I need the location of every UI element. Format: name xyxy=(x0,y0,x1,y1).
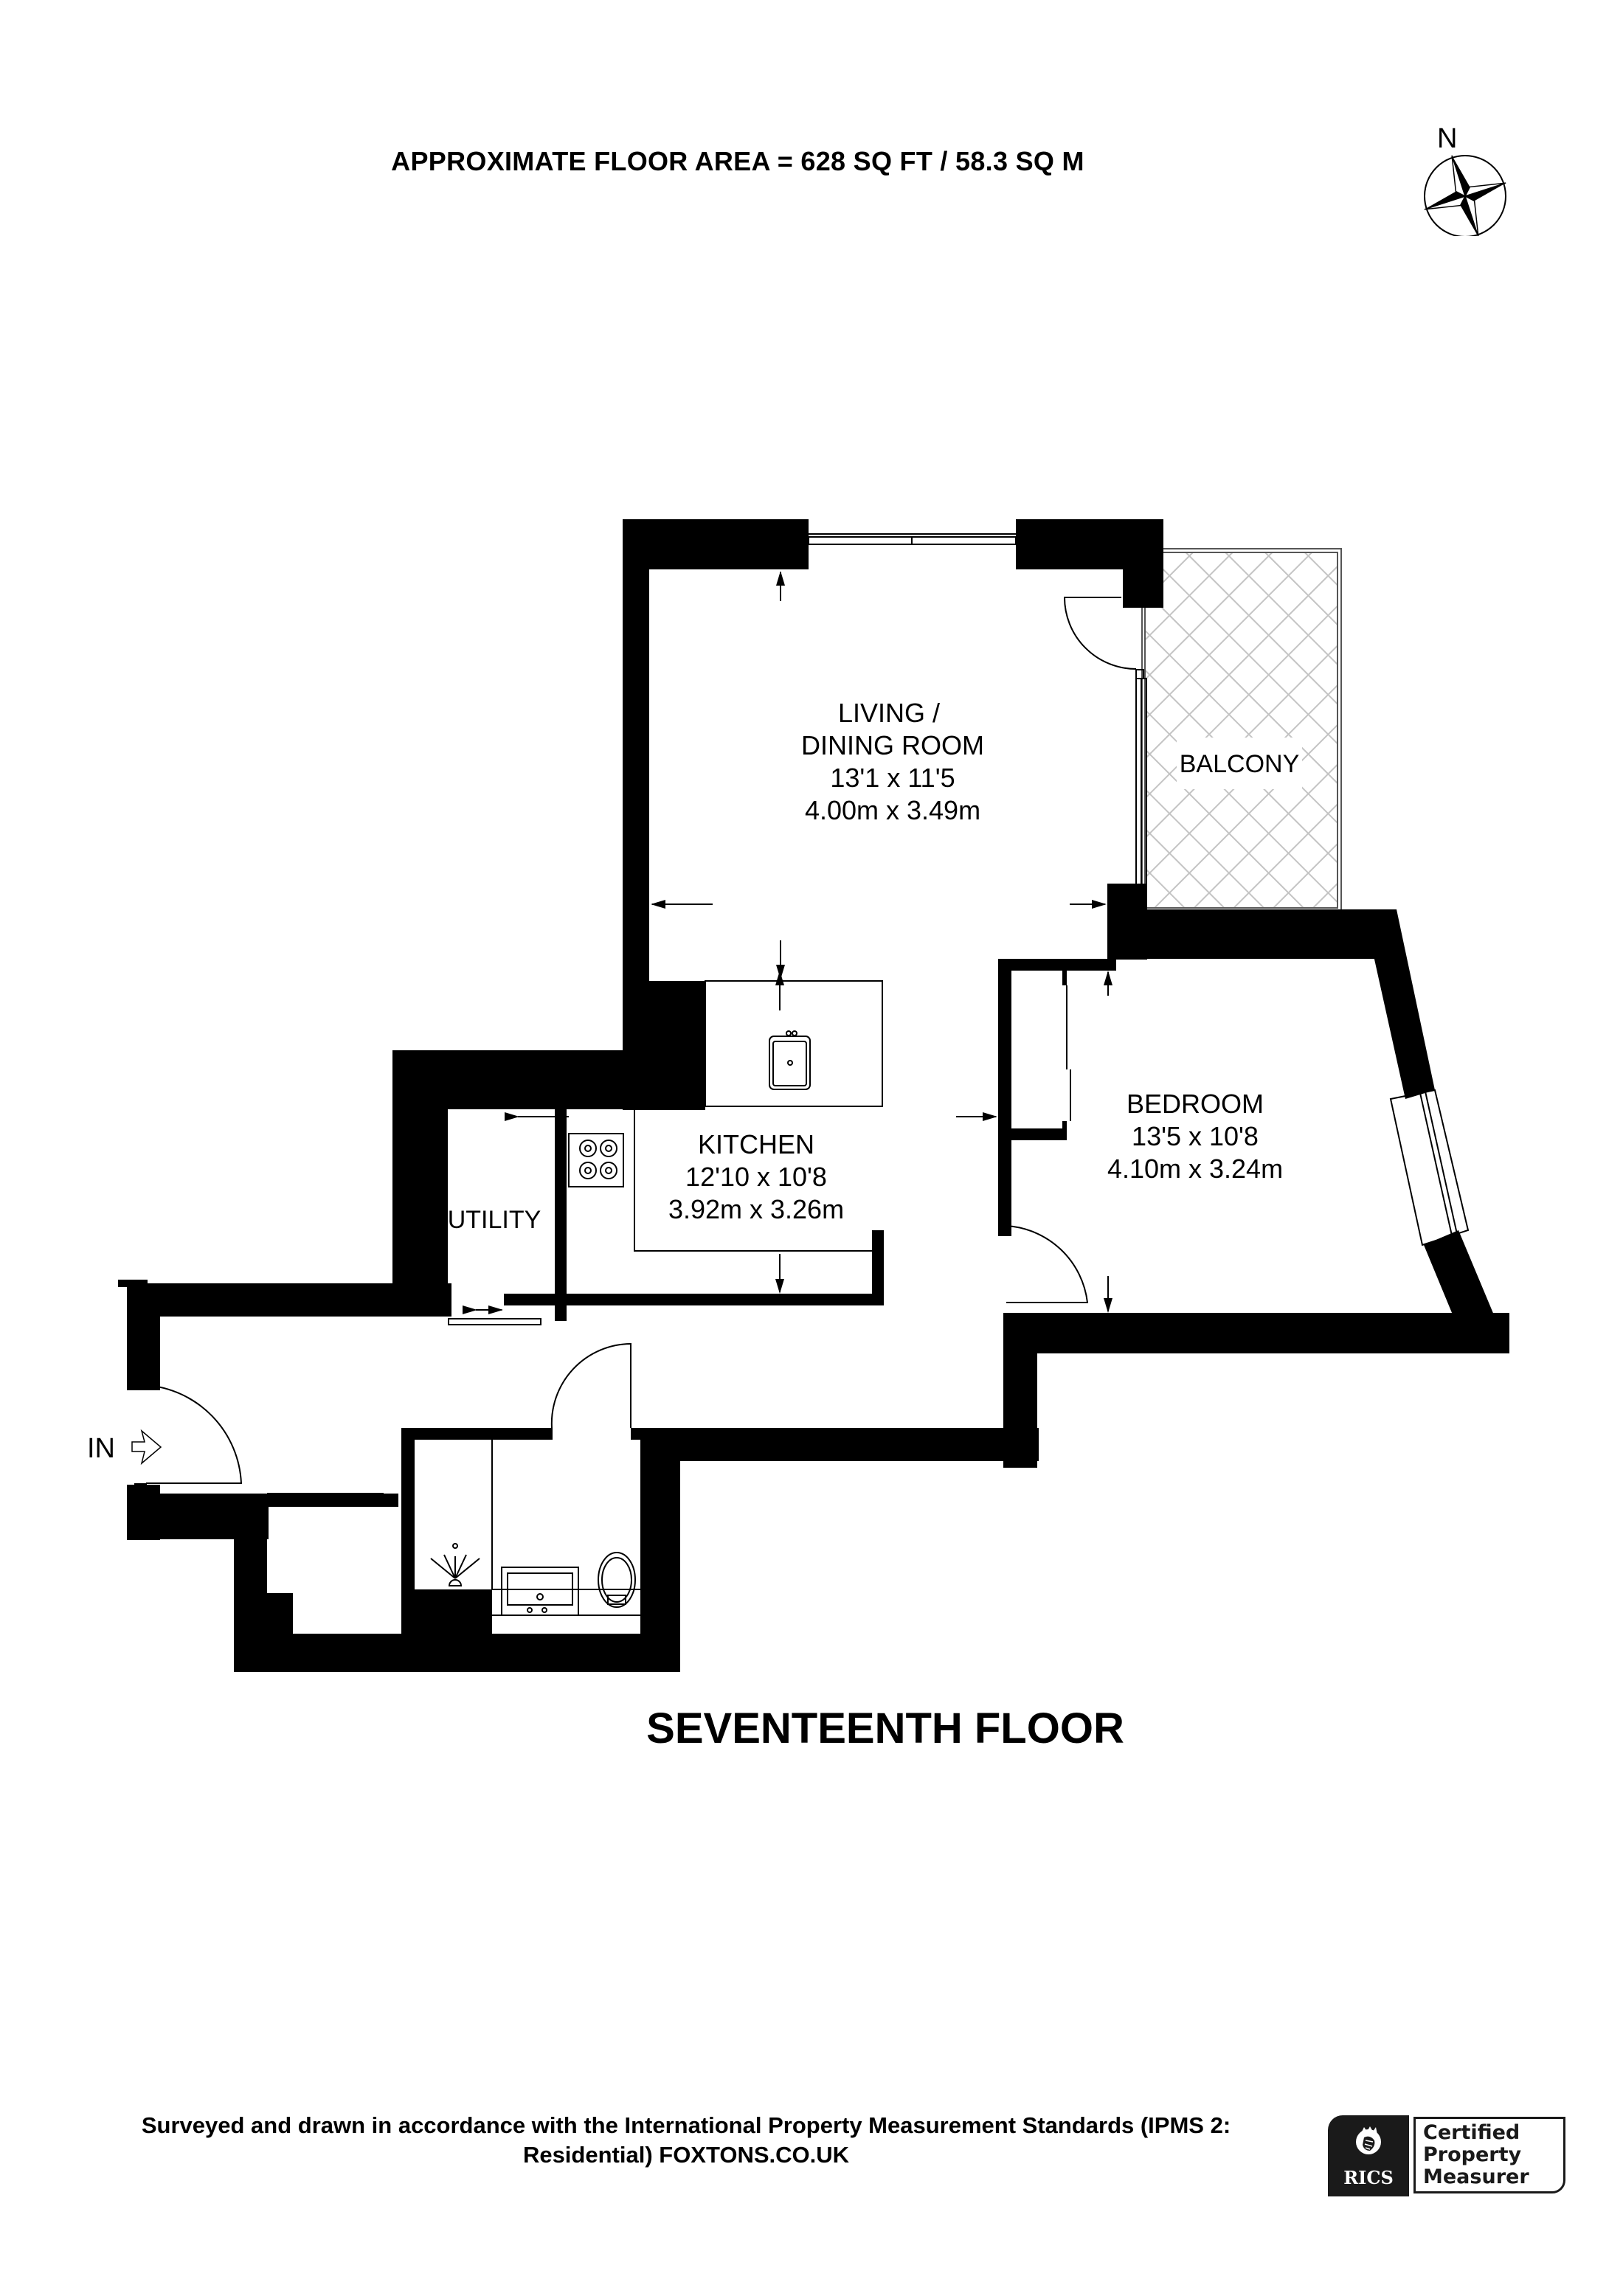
rics-wordmark: RICS xyxy=(1343,2167,1394,2188)
badge-line1: Certified xyxy=(1423,2121,1520,2144)
bedroom-imperial: 13'5 x 10'8 xyxy=(1132,1121,1259,1151)
living-name-line1: LIVING / xyxy=(837,698,941,728)
room-label-balcony: BALCONY xyxy=(1177,748,1302,780)
utility-name: UTILITY xyxy=(447,1206,541,1234)
kitchen-counter xyxy=(568,1109,872,1252)
bedroom-window xyxy=(1389,1089,1470,1246)
balcony-area xyxy=(1141,548,1342,912)
room-label-living: LIVING / DINING ROOM 13'1 x 11'5 4.00m x… xyxy=(767,697,1018,827)
room-label-kitchen: KITCHEN 12'10 x 10'8 3.92m x 3.26m xyxy=(642,1128,871,1226)
footer-line2: Residential) FOXTONS.CO.UK xyxy=(522,2142,850,2168)
kitchen-metric: 3.92m x 3.26m xyxy=(668,1194,845,1224)
entrance-label: IN xyxy=(87,1433,115,1464)
footer-line1: Surveyed and drawn in accordance with th… xyxy=(141,2112,1231,2138)
utility-sliding-door xyxy=(448,1318,541,1325)
wardrobe-doors xyxy=(1066,985,1071,1121)
floor-area-text: APPROXIMATE FLOOR AREA = 628 SQ FT / 58.… xyxy=(391,146,1084,176)
rics-logo: RICS xyxy=(1328,2115,1409,2196)
bathroom-fixtures xyxy=(430,1440,640,1616)
balcony-name: BALCONY xyxy=(1179,750,1300,778)
living-window xyxy=(808,533,1017,545)
bedroom-metric: 4.10m x 3.24m xyxy=(1107,1154,1284,1184)
badge-line2: Property xyxy=(1423,2143,1522,2166)
living-imperial: 13'1 x 11'5 xyxy=(830,763,955,793)
kitchen-island xyxy=(705,980,883,1107)
badge-line3: Measurer xyxy=(1423,2165,1529,2188)
floor-area-heading: APPROXIMATE FLOOR AREA = 628 SQ FT / 58.… xyxy=(0,146,1623,177)
rics-lion-icon xyxy=(1356,2126,1381,2154)
entrance-arrow-icon xyxy=(131,1429,162,1466)
bedroom-door xyxy=(1006,1225,1089,1303)
survey-footer: Surveyed and drawn in accordance with th… xyxy=(44,2111,1328,2170)
entrance-door xyxy=(134,1380,243,1491)
room-label-bedroom: BEDROOM 13'5 x 10'8 4.10m x 3.24m xyxy=(1077,1088,1313,1185)
rics-certified-badge: RICS Certified Property Measurer xyxy=(1328,2115,1571,2196)
living-metric: 4.00m x 3.49m xyxy=(804,795,981,825)
certified-property-measurer-box: Certified Property Measurer xyxy=(1413,2117,1565,2193)
bathroom-door xyxy=(550,1342,631,1429)
north-compass-star-icon: N xyxy=(1424,123,1506,236)
walls xyxy=(118,519,1509,1672)
compass-north-label: N xyxy=(1437,123,1457,154)
floor-label: SEVENTEENTH FLOOR xyxy=(646,1704,1124,1752)
living-name-line2: DINING ROOM xyxy=(801,730,984,760)
kitchen-imperial: 12'10 x 10'8 xyxy=(685,1162,827,1192)
bedroom-name: BEDROOM xyxy=(1126,1089,1264,1119)
kitchen-name: KITCHEN xyxy=(697,1129,814,1159)
balcony-door xyxy=(1063,595,1147,886)
dimension-arrows xyxy=(505,571,1451,1322)
room-label-utility: UTILITY xyxy=(435,1204,553,1236)
